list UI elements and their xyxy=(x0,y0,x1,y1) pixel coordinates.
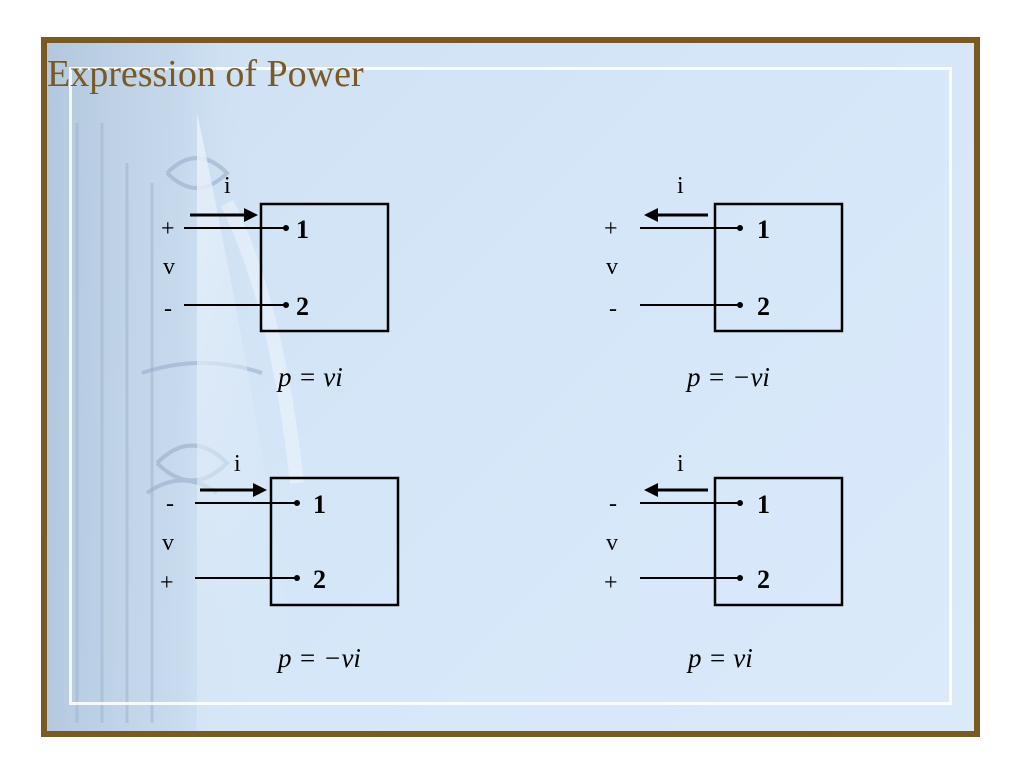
power-formula: p = −vi xyxy=(685,362,770,392)
slide-background xyxy=(47,43,974,731)
circuit-diagram-1: i + v - 1 2 p = vi xyxy=(161,173,390,392)
current-label: i xyxy=(234,451,241,477)
bottom-polarity: + xyxy=(604,570,618,596)
bottom-polarity: - xyxy=(609,296,617,322)
top-polarity: - xyxy=(609,491,617,517)
circuit-diagram-2: i + v - 1 2 p = −vi xyxy=(604,173,844,392)
current-arrow-left-icon xyxy=(644,483,708,497)
terminal-dot-2 xyxy=(283,302,289,308)
voltage-label: v xyxy=(606,254,618,280)
top-polarity: - xyxy=(166,491,174,517)
terminal-dot-2 xyxy=(737,302,743,308)
current-label: i xyxy=(677,173,684,199)
power-formula: p = −vi xyxy=(276,643,361,673)
architecture-background-image xyxy=(47,43,307,731)
terminal-1-label: 1 xyxy=(757,490,770,519)
terminal-2-label: 2 xyxy=(296,292,309,321)
power-formula: p = vi xyxy=(276,362,343,392)
terminal-1-label: 1 xyxy=(296,215,309,244)
terminal-1-label: 1 xyxy=(757,215,770,244)
current-arrow-right-icon xyxy=(190,208,258,222)
terminal-dot-2 xyxy=(737,575,743,581)
top-polarity: + xyxy=(604,216,618,242)
voltage-label: v xyxy=(162,530,174,556)
current-arrow-right-icon xyxy=(200,483,267,497)
circuit-diagram-4: i - v + 1 2 p = vi xyxy=(604,451,844,673)
bottom-polarity: + xyxy=(160,570,174,596)
terminal-dot-2 xyxy=(294,575,300,581)
slide-frame xyxy=(41,37,980,737)
voltage-label: v xyxy=(606,530,618,556)
terminal-1-label: 1 xyxy=(313,490,326,519)
bottom-polarity: - xyxy=(164,296,172,322)
circuit-element-box xyxy=(269,476,400,607)
top-polarity: + xyxy=(161,216,175,242)
circuit-diagram-3: i - v + 1 2 p = −vi xyxy=(160,451,400,673)
terminal-dot-1 xyxy=(294,500,300,506)
terminal-2-label: 2 xyxy=(313,565,326,594)
current-label: i xyxy=(677,451,684,477)
terminal-dot-1 xyxy=(737,500,743,506)
current-arrow-left-icon xyxy=(644,208,708,222)
terminal-2-label: 2 xyxy=(757,565,770,594)
terminal-dot-1 xyxy=(283,225,289,231)
circuit-element-box xyxy=(713,202,844,333)
terminal-dot-1 xyxy=(737,225,743,231)
voltage-label: v xyxy=(163,254,175,280)
circuit-element-box xyxy=(259,202,390,333)
circuit-element-box xyxy=(713,476,844,607)
power-formula: p = vi xyxy=(686,643,753,673)
terminal-2-label: 2 xyxy=(757,292,770,321)
current-label: i xyxy=(224,173,231,199)
slide-title: Expression of Power xyxy=(47,53,364,95)
